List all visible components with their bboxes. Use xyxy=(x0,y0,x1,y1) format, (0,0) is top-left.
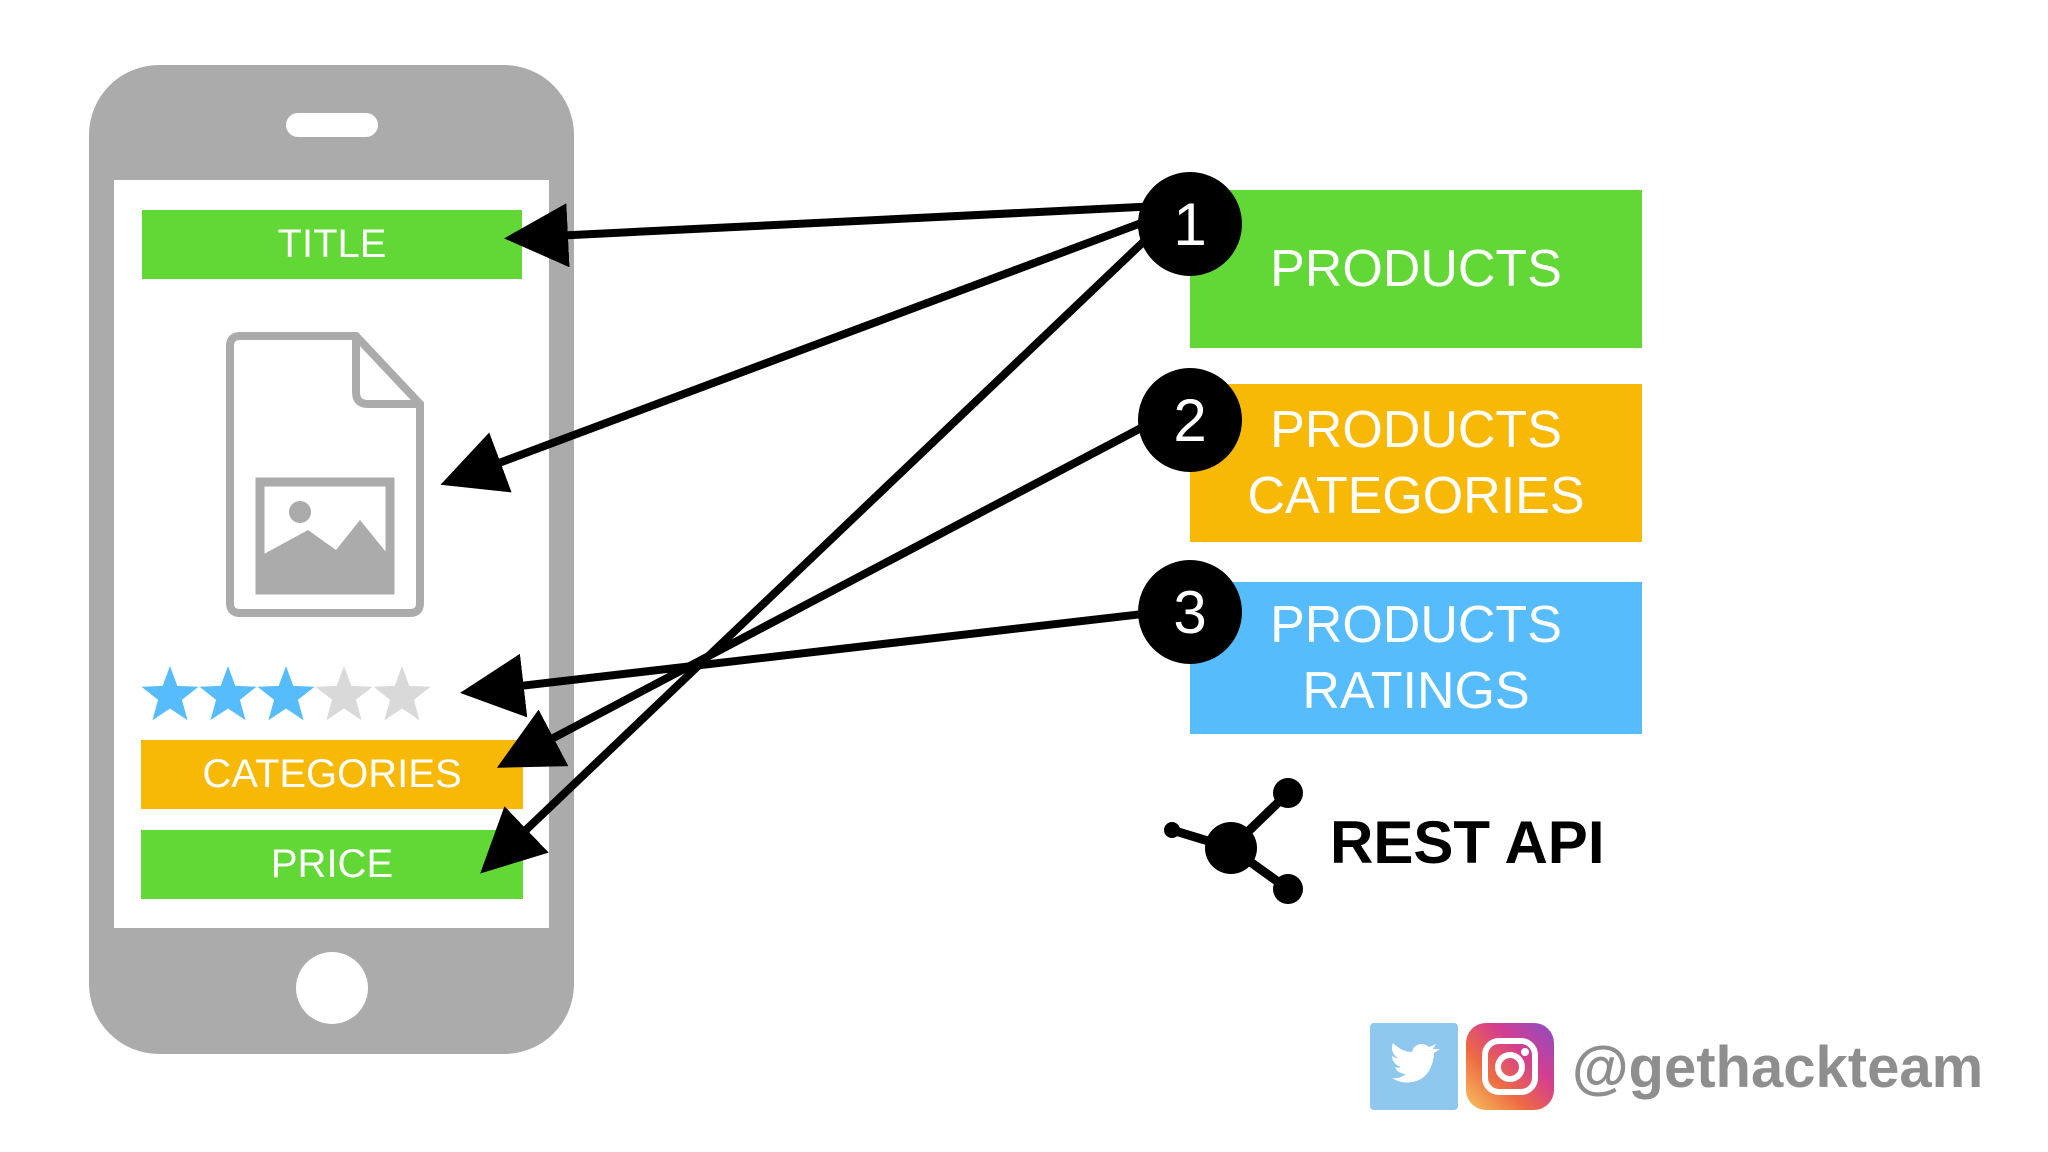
arrow-products-to-title xyxy=(504,202,1161,268)
image-file-icon xyxy=(226,332,424,617)
badge-1: 1 xyxy=(1138,172,1242,276)
api-box-products-categories: PRODUCTS CATEGORIES xyxy=(1190,384,1642,542)
arrow-products-to-price xyxy=(480,223,1163,874)
api-products-line-1: PRODUCTS xyxy=(1270,240,1562,298)
api-ratings-line-2: RATINGS xyxy=(1302,662,1530,720)
instagram-icon[interactable] xyxy=(1466,1023,1554,1110)
badge-2-number: 2 xyxy=(1173,386,1207,454)
api-box-products-ratings: PRODUCTS RATINGS xyxy=(1190,582,1642,734)
star-filled-icon xyxy=(141,666,199,721)
phone-home-button xyxy=(296,952,368,1024)
title-field: TITLE xyxy=(142,210,522,279)
api-categories-line-1: PRODUCTS xyxy=(1270,401,1562,459)
star-empty-icon xyxy=(315,666,373,721)
twitter-icon[interactable] xyxy=(1370,1023,1458,1110)
rating-stars xyxy=(141,666,431,721)
api-box-products: PRODUCTS xyxy=(1190,190,1642,348)
phone-speaker xyxy=(286,113,378,137)
price-label: PRICE xyxy=(270,842,394,886)
badge-3: 3 xyxy=(1138,560,1242,664)
title-label: TITLE xyxy=(277,222,387,266)
categories-label: CATEGORIES xyxy=(202,752,462,796)
api-ratings-line-1: PRODUCTS xyxy=(1270,596,1562,654)
social-handle[interactable]: @gethackteam xyxy=(1572,1035,1984,1100)
star-empty-icon xyxy=(373,666,431,721)
price-field: PRICE xyxy=(141,830,523,899)
badge-1-number: 1 xyxy=(1173,190,1207,258)
arrow-categories-to-categories xyxy=(496,414,1162,768)
api-categories-line-2: CATEGORIES xyxy=(1247,467,1585,525)
star-filled-icon xyxy=(257,666,315,721)
star-filled-icon xyxy=(199,666,257,721)
categories-field: CATEGORIES xyxy=(141,740,523,809)
rest-api-label: REST API xyxy=(1330,809,1605,876)
network-share-icon xyxy=(1164,778,1303,904)
badge-3-number: 3 xyxy=(1173,578,1207,646)
badge-2: 2 xyxy=(1138,368,1242,472)
